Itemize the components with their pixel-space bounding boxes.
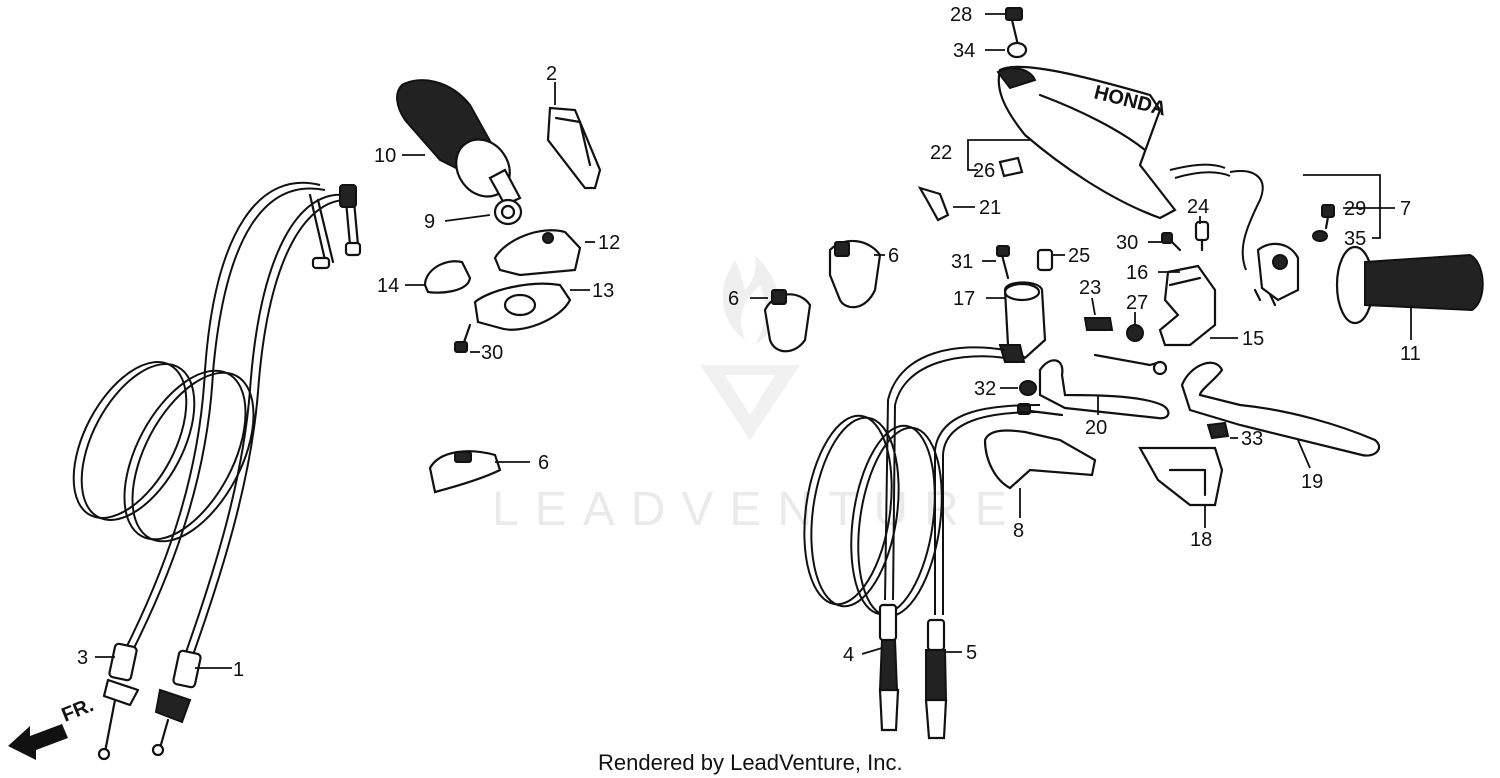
leader-lines	[95, 13, 1412, 669]
callout-6a: 6	[888, 245, 899, 267]
callout-26: 26	[973, 160, 995, 182]
kill-switch	[1169, 163, 1300, 307]
switch-washer	[1312, 230, 1328, 242]
callout-19: 19	[1301, 471, 1323, 493]
callout-33: 33	[1241, 428, 1263, 450]
callout-17: 17	[953, 288, 975, 310]
callout-29: 29	[1344, 198, 1366, 220]
callout-11: 11	[1400, 343, 1421, 365]
footer-credit: Rendered by LeadVenture, Inc.	[598, 750, 903, 775]
callout-21: 21	[979, 197, 1001, 219]
switch-screw	[1321, 204, 1335, 218]
front-direction-marker: FR.	[8, 694, 97, 760]
callout-24: 24	[1187, 196, 1209, 218]
bolt	[1010, 18, 1020, 47]
callout-31: 31	[951, 251, 973, 273]
clutch-lever	[1038, 353, 1170, 420]
throttle-cap	[423, 260, 472, 294]
callout-34: 34	[953, 40, 975, 62]
callout-4: 4	[843, 644, 854, 666]
screw	[454, 323, 472, 353]
lever-adjuster	[1019, 380, 1037, 396]
lever-cover-boot	[1138, 446, 1224, 507]
callout-1: 1	[233, 659, 244, 681]
watermark: LEADVENTURE	[492, 255, 1023, 536]
callout-28: 28	[950, 4, 972, 26]
watermark-text: LEADVENTURE	[492, 483, 1023, 536]
callout-27: 27	[1126, 292, 1148, 314]
callout-22: 22	[930, 142, 952, 164]
callout-labels: 1 2 3 4 5 6 6 6 7 8 9 10 11 12 13 14 15 …	[77, 4, 1421, 681]
front-arrow-icon	[8, 724, 68, 760]
perch-bolt	[1000, 253, 1010, 280]
callout-2: 2	[546, 63, 557, 85]
pivot-bolt	[1083, 317, 1114, 331]
collar-nut	[998, 156, 1024, 178]
callout-7: 7	[1400, 198, 1411, 220]
throttle-housing-upper	[493, 229, 582, 277]
lock-nut	[1126, 324, 1144, 342]
callout-12: 12	[598, 232, 620, 254]
callout-8: 8	[1013, 520, 1024, 542]
callout-5: 5	[966, 642, 977, 664]
callout-20: 20	[1085, 417, 1107, 439]
callout-15: 15	[1242, 328, 1264, 350]
callout-6b: 6	[728, 288, 739, 310]
callout-30a: 30	[481, 342, 503, 364]
callout-23: 23	[1079, 277, 1101, 299]
callout-14: 14	[377, 275, 399, 297]
left-grip	[1335, 245, 1484, 325]
callout-25: 25	[1068, 245, 1090, 267]
watermark-flame-icon	[722, 255, 780, 345]
clutch-perch	[998, 281, 1047, 363]
bracket-pin	[1194, 220, 1210, 242]
cable-band	[428, 450, 502, 494]
brake-lever	[1180, 361, 1381, 457]
callout-6c: 6	[538, 452, 549, 474]
throttle-housing-lower	[473, 282, 572, 331]
callout-18: 18	[1190, 529, 1212, 551]
nut	[1006, 41, 1028, 59]
clutch-cable-assembly	[803, 346, 1041, 740]
callout-35: 35	[1344, 228, 1366, 250]
throttle-pad	[546, 106, 602, 190]
callout-9: 9	[424, 211, 435, 233]
brake-lever-nut	[1206, 421, 1230, 440]
throttle-cable-assembly	[72, 181, 362, 761]
bracket	[917, 186, 950, 222]
front-label: FR.	[59, 694, 97, 726]
lever-cover	[983, 429, 1097, 490]
throttle-grip	[396, 79, 523, 226]
callout-10: 10	[374, 145, 396, 167]
callout-13: 13	[592, 280, 614, 302]
callout-3: 3	[77, 647, 88, 669]
master-cylinder-bracket	[1158, 264, 1217, 347]
perch-collar	[1036, 248, 1054, 272]
callout-16: 16	[1126, 262, 1148, 284]
callout-30b: 30	[1116, 232, 1138, 254]
handguard: HONDA	[996, 65, 1177, 220]
callout-32: 32	[974, 378, 996, 400]
